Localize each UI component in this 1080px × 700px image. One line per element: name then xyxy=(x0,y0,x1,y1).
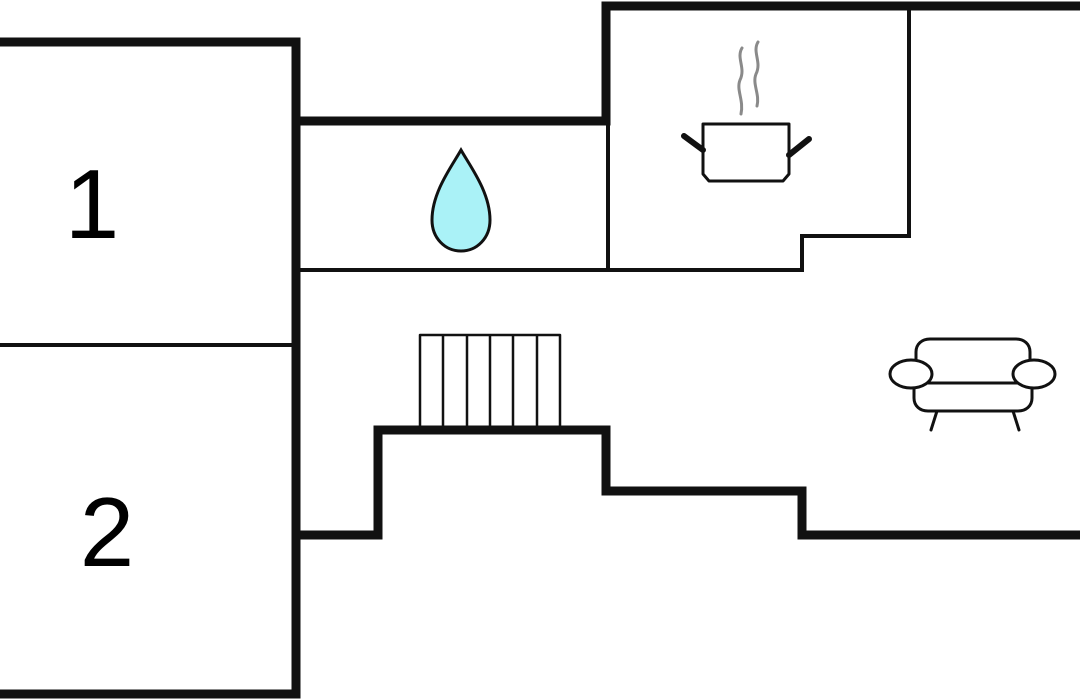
cooking-pot-icon xyxy=(681,40,812,183)
sofa-leg-right xyxy=(1011,409,1021,432)
pot-handle-right xyxy=(786,136,812,158)
sofa-arm-right xyxy=(1011,358,1057,390)
room-number-1: 1 xyxy=(65,149,120,259)
pot-body xyxy=(701,122,791,183)
interior-walls xyxy=(0,6,911,347)
staircase-icon xyxy=(418,333,562,430)
water-drop-icon xyxy=(430,146,492,253)
sofa-leg-left xyxy=(929,409,939,432)
room-number-2: 2 xyxy=(80,477,135,587)
pot-handle-left xyxy=(681,133,706,153)
sofa-arm-left xyxy=(888,358,934,390)
bedroom-block-wall xyxy=(0,37,301,699)
steam-lines xyxy=(737,40,760,116)
kitchen-counter-wall xyxy=(800,6,911,272)
stair-treads xyxy=(441,335,539,428)
living-stepped-wall xyxy=(291,425,1080,540)
sofa-icon xyxy=(888,337,1057,432)
sofa-seat xyxy=(912,381,1034,413)
kitchen-top-wall xyxy=(601,1,1080,126)
sofa-back xyxy=(914,337,1032,383)
